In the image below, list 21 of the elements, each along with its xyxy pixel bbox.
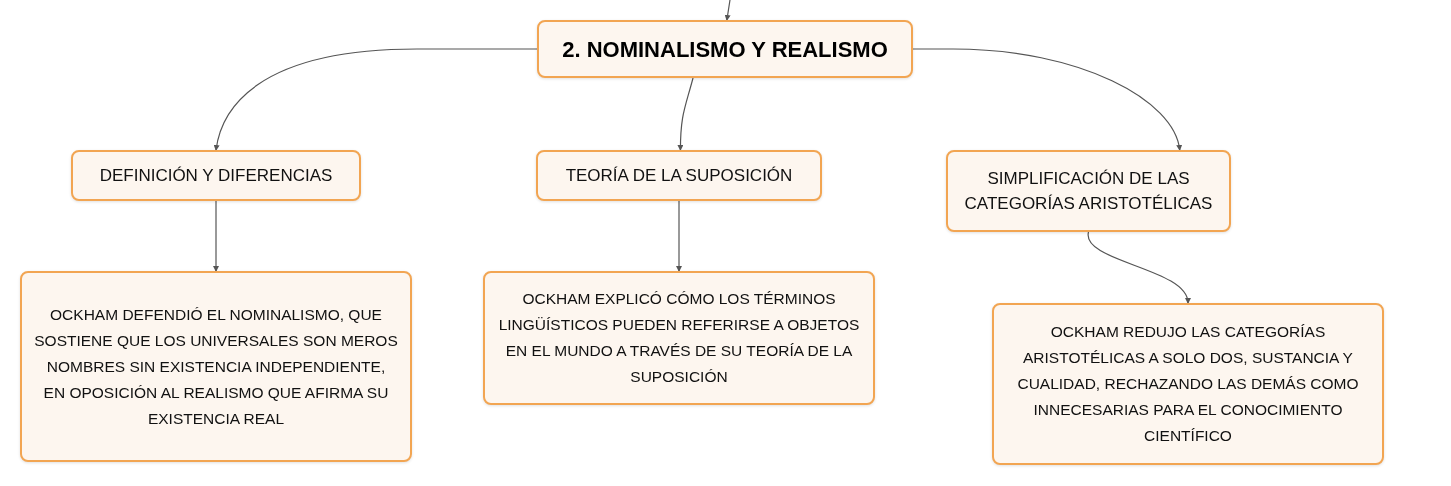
- connector-arrow: [676, 200, 682, 272]
- connector-arrow: [724, 0, 731, 21]
- connector-arrow: [1087, 231, 1190, 304]
- connector-arrow: [677, 77, 694, 151]
- topic-text: OCKHAM EXPLICÓ CÓMO LOS TÉRMINOS LINGÜÍSTICOS PUEDEN REFERIRSE A OBJETOS EN EL MUNDO A TRAVÉS DE SU TEORÍA DE LA SUPOSICIÓN: [497, 289, 861, 387]
- topic-box: [992, 303, 1384, 465]
- connector-arrow: [912, 48, 1182, 151]
- topic-text: OCKHAM DEFENDIÓ EL NOMINALISMO, QUE SOSTIENE QUE LOS UNIVERSALES SON MEROS NOMBRES SIN EXISTENCIA INDEPENDIENTE, EN OPOSICIÓN AL REALISMO QUE AFIRMA SU EXISTENCIA REAL: [33, 304, 399, 429]
- topic-text: TEORÍA DE LA SUPOSICIÓN: [565, 164, 793, 187]
- topic-box: [537, 20, 913, 78]
- connector-arrow: [213, 200, 219, 272]
- topic-box: [20, 271, 412, 462]
- topic-text: DEFINICIÓN Y DIFERENCIAS: [99, 164, 333, 187]
- topic-text: 2. NOMINALISMO Y REALISMO: [562, 35, 888, 64]
- connector-arrow: [213, 48, 538, 151]
- topic-text: OCKHAM REDUJO LAS CATEGORÍAS ARISTOTÉLICAS A SOLO DOS, SUSTANCIA Y CUALIDAD, RECHAZANDO LAS DEMÁS COMO INNECESARIAS PARA EL CONOCIMIENTO CIENTÍFICO: [1016, 322, 1360, 446]
- topic-box: [946, 150, 1231, 232]
- topic-box: [536, 150, 822, 201]
- topic-text: SIMPLIFICACIÓN DE LAS CATEGORÍAS ARISTOTÉLICAS: [963, 167, 1214, 215]
- topic-box: [483, 271, 875, 405]
- topic-box: [71, 150, 361, 201]
